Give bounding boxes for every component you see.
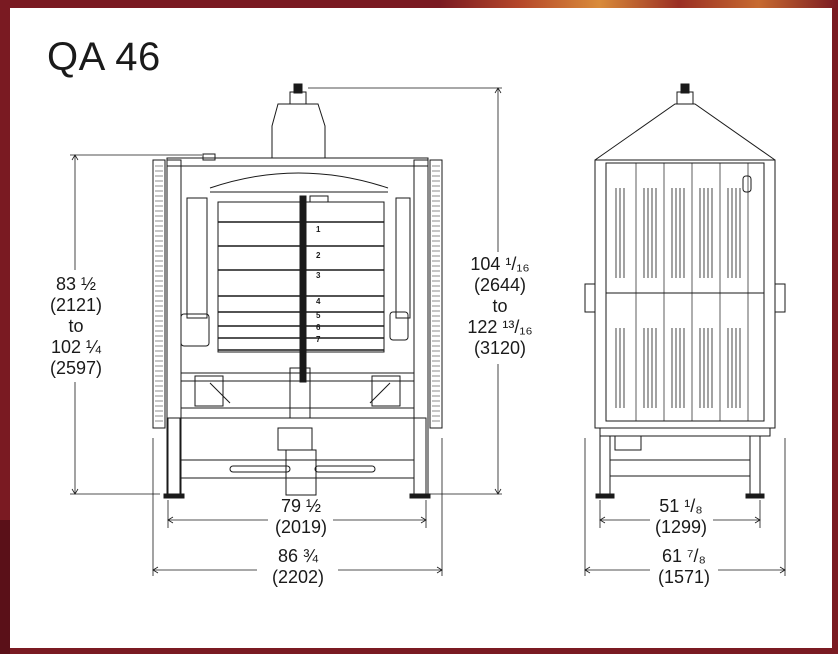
svg-text:61 ⁷/₈: 61 ⁷/₈: [662, 546, 706, 566]
sieve-label-4: 4: [316, 297, 321, 306]
front-right-cylinder: [395, 197, 411, 319]
front-left-post: [166, 159, 182, 496]
dim-width-front-inner: 79 ½ (2019): [275, 496, 327, 537]
sieve-label-7: 7: [316, 335, 321, 344]
front-left-motor: [180, 313, 210, 347]
svg-text:122 ¹³/₁₆: 122 ¹³/₁₆: [467, 317, 532, 337]
front-right-leg: [413, 417, 427, 499]
top-banner-strip: [440, 0, 838, 8]
dim-width-side-outer: 61 ⁷/₈ (1571): [658, 546, 710, 587]
svg-text:(1571): (1571): [658, 567, 710, 587]
dimension-lines: [70, 87, 786, 576]
svg-text:(1299): (1299): [655, 517, 707, 537]
svg-text:(2644): (2644): [474, 275, 526, 295]
front-collector: [285, 449, 317, 496]
side-view: [584, 83, 786, 499]
sieve-label-5: 5: [316, 311, 321, 320]
dim-width-side-inner: 51 ¹/₈ (1299): [655, 496, 707, 537]
front-center-shaft: [299, 195, 307, 383]
sieve-label-2: 2: [316, 251, 321, 260]
svg-text:104 ¹/₁₆: 104 ¹/₁₆: [470, 254, 529, 274]
sieve-label-3: 3: [316, 271, 321, 280]
svg-text:(2019): (2019): [275, 517, 327, 537]
front-top-cover: [209, 172, 389, 189]
sieve-labels: 1 2 3 4 5 6 7: [316, 225, 321, 344]
svg-text:79 ½: 79 ½: [281, 496, 321, 516]
dim-width-front-outer: 86 ¾ (2202): [272, 546, 324, 587]
svg-text:51 ¹/₈: 51 ¹/₈: [659, 496, 702, 516]
svg-text:102 ¼: 102 ¼: [51, 337, 102, 357]
front-left-cylinder: [186, 197, 208, 319]
side-roof: [594, 103, 776, 161]
front-outlet: [277, 427, 313, 451]
drawing-frame: QA 46: [10, 8, 832, 648]
front-right-louver: [429, 159, 443, 429]
svg-text:(2202): (2202): [272, 567, 324, 587]
front-bottom-beam: [180, 407, 415, 419]
svg-text:to: to: [492, 296, 507, 316]
svg-text:(3120): (3120): [474, 338, 526, 358]
side-right-leg: [749, 435, 761, 497]
left-border-notch: [0, 520, 10, 654]
front-left-leg: [167, 417, 181, 499]
front-right-motor: [389, 311, 409, 341]
technical-drawing: 1 2 3 4 5 6 7: [46, 83, 786, 587]
front-top-beam: [166, 157, 429, 167]
svg-text:83 ½: 83 ½: [56, 274, 96, 294]
svg-text:to: to: [68, 316, 83, 336]
front-crown: [271, 103, 326, 158]
front-left-louver: [152, 159, 166, 429]
dim-height-front: 83 ½ (2121) to 102 ¼ (2597): [50, 274, 102, 378]
front-view: [152, 83, 443, 499]
svg-text:86 ¾: 86 ¾: [278, 546, 319, 566]
svg-text:(2597): (2597): [50, 358, 102, 378]
dim-height-total: 104 ¹/₁₆ (2644) to 122 ¹³/₁₆ (3120): [467, 254, 532, 358]
side-vents: [615, 188, 741, 408]
sieve-label-6: 6: [316, 323, 321, 332]
sieve-label-1: 1: [316, 225, 321, 234]
front-crown-cap: [289, 91, 307, 105]
side-left-leg: [599, 435, 611, 497]
svg-text:(2121): (2121): [50, 295, 102, 315]
front-base-brace: [179, 459, 415, 479]
model-title: QA 46: [47, 35, 161, 79]
